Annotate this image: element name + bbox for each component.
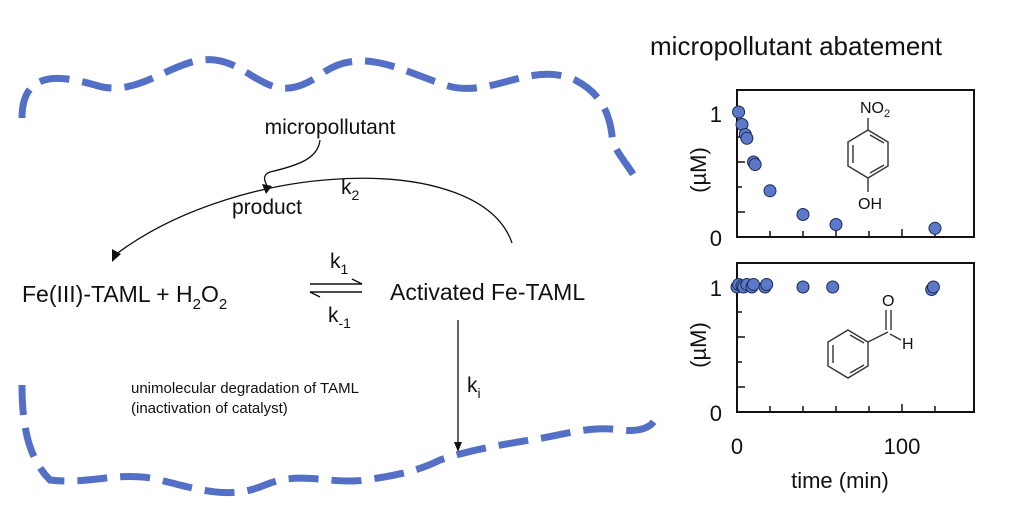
cycle-arc-arrow xyxy=(114,177,513,256)
plot-top-point xyxy=(748,158,762,171)
activated-fe-taml-label: Activated Fe-TAML xyxy=(390,279,585,305)
forward-arrowhead xyxy=(351,278,363,285)
ring-double-bond xyxy=(869,164,885,174)
inactivation-arrowhead xyxy=(454,442,462,452)
plot-top-point xyxy=(740,131,754,145)
plot-bottom-xlabel: time (min) xyxy=(791,468,889,493)
plot-bottom-ylabel: (µM) xyxy=(686,322,711,368)
product-label: product xyxy=(232,196,302,219)
plot-bottom-point xyxy=(826,280,840,294)
plot-top-point xyxy=(732,105,746,119)
aldehyde-h-bond xyxy=(889,333,902,341)
k-minus1-label: k-1 xyxy=(328,304,351,331)
aldehyde-bond xyxy=(867,331,889,343)
no2-label: NO2 xyxy=(860,100,890,120)
cloud-bottom-border xyxy=(18,384,658,497)
plot-bottom-ytick-label-0: 0 xyxy=(710,401,722,426)
plot-bottom-point xyxy=(747,278,760,291)
plot-bottom: 1 0 (µM) 0 100 time (min) O H xyxy=(686,262,975,493)
nitrophenol-structure: NO2 OH xyxy=(847,100,890,213)
plot-bottom-point xyxy=(926,280,940,294)
ki-label: ki xyxy=(467,374,481,401)
benzaldehyde-structure: O H xyxy=(827,293,914,379)
oh-label: OH xyxy=(858,196,882,213)
plot-top-points xyxy=(732,105,942,235)
k1-label: k1 xyxy=(330,250,349,277)
ring-double-bond xyxy=(869,134,885,144)
plot-bottom-point xyxy=(796,280,810,294)
plot-bottom-xtick-label-0: 0 xyxy=(731,434,743,459)
plot-top: 1 0 (µM) NO2 OH xyxy=(686,89,975,251)
oxygen-label: O xyxy=(882,293,894,310)
plot-top-ytick-label-0: 0 xyxy=(710,226,722,251)
benzene-ring xyxy=(847,129,889,179)
product-arrowhead xyxy=(262,184,272,194)
cycle-arrowhead xyxy=(112,249,121,262)
page-title: micropollutant abatement xyxy=(650,31,943,61)
cloud-top-border xyxy=(18,56,644,187)
plot-top-point xyxy=(763,184,777,198)
plot-bottom-ytick-label-1: 1 xyxy=(710,276,722,301)
plot-bottom-xtick-label-100: 100 xyxy=(884,434,921,459)
degradation-line2: (inactivation of catalyst) xyxy=(131,400,288,417)
ring-double-bond xyxy=(849,364,865,374)
plot-top-point xyxy=(829,218,843,231)
ring-double-bond xyxy=(849,334,865,344)
k2-label: k2 xyxy=(341,176,360,203)
reactant-label: Fe(III)-TAML + H2O2 xyxy=(22,281,227,313)
plot-bottom-points xyxy=(730,278,940,296)
benzene-ring xyxy=(827,329,869,379)
hydrogen-label: H xyxy=(902,336,914,353)
degradation-line1: unimolecular degradation of TAML xyxy=(131,380,359,397)
plot-top-point xyxy=(796,208,810,221)
micropollutant-to-product-arrow xyxy=(263,139,321,189)
plot-top-ylabel: (µM) xyxy=(686,147,711,193)
reverse-arrowhead xyxy=(309,291,321,298)
plot-top-point xyxy=(928,221,942,235)
micropollutant-label: micropollutant xyxy=(265,116,396,139)
plot-top-frame xyxy=(736,89,975,238)
plot-bottom-point xyxy=(760,278,774,291)
plot-top-ytick-label-1: 1 xyxy=(710,102,722,127)
